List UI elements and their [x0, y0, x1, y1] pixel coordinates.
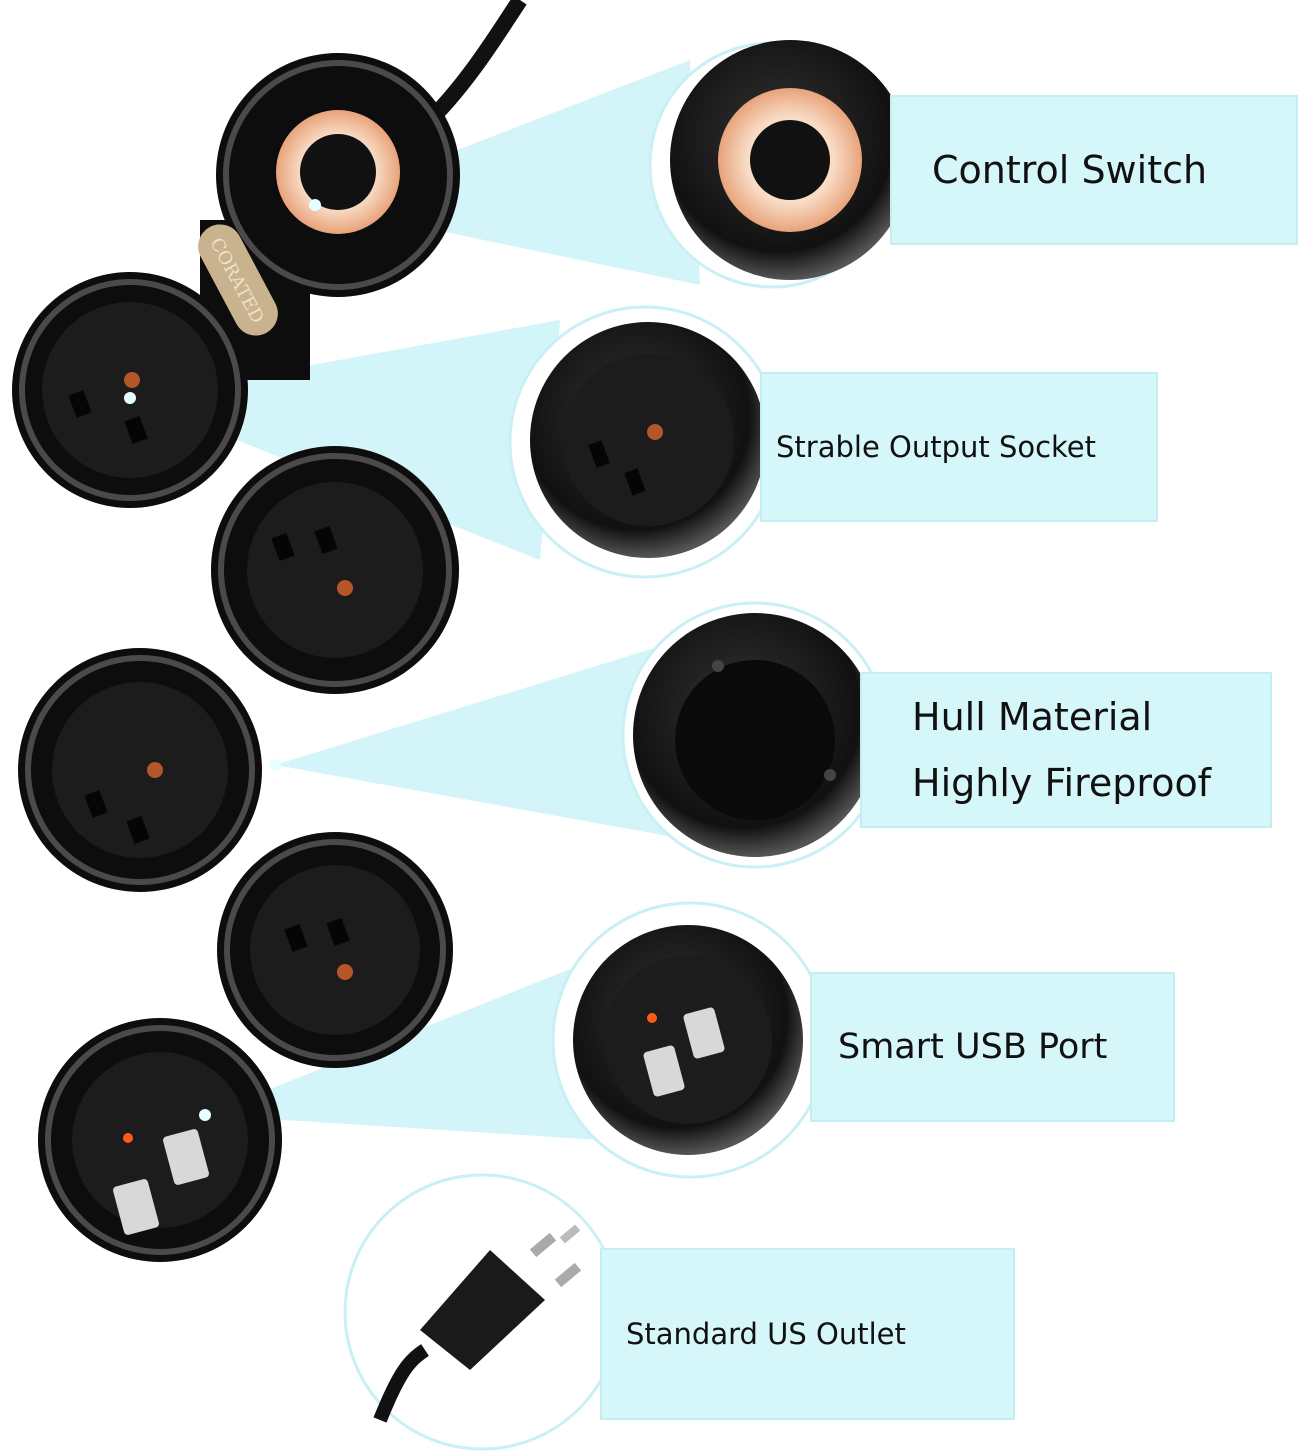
- feature-text: Smart USB Port: [838, 1027, 1108, 1067]
- feature-text: Highly Fireproof: [912, 761, 1212, 805]
- label-output-socket: Strable Output Socket: [760, 372, 1158, 522]
- feature-text: Strable Output Socket: [776, 430, 1097, 464]
- callout-dots: [124, 199, 321, 1121]
- label-usb-port: Smart USB Port: [810, 972, 1175, 1122]
- socket-slots: [68, 389, 350, 953]
- label-us-outlet: Standard US Outlet: [600, 1248, 1015, 1420]
- callout-beams: [130, 60, 700, 1140]
- feature-text: Control Switch: [932, 148, 1208, 192]
- power-cord: [424, 0, 527, 126]
- power-button-icon: [300, 134, 376, 210]
- us-plug-icon: [373, 1224, 582, 1423]
- power-strip: CORATED: [12, 53, 460, 1262]
- feature-text: Standard US Outlet: [626, 1317, 906, 1351]
- label-control-switch: Control Switch: [890, 95, 1298, 245]
- detail-zoom-circles: [343, 40, 910, 1451]
- feature-text: Hull Material: [912, 695, 1153, 739]
- label-hull-material: Hull Material Highly Fireproof: [860, 672, 1272, 828]
- usb-port-icon: [113, 1129, 209, 1235]
